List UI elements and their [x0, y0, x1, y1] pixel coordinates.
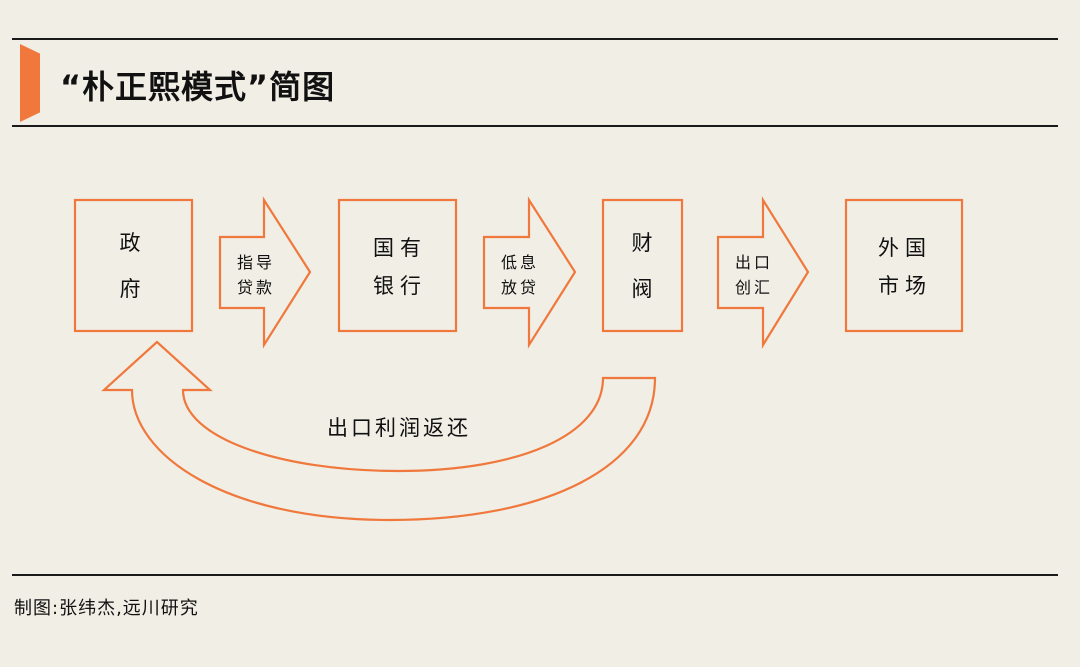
node-state-bank-line1: 国有: [373, 236, 427, 260]
arrow-loan-line1: 指导: [237, 253, 275, 272]
arrow-export-line1: 出口: [735, 253, 773, 272]
title-marker: [20, 44, 40, 122]
arrow-export-line2: 创汇: [735, 278, 773, 297]
page-title: “朴正熙模式”简图: [60, 68, 336, 106]
node-chaebol-line1: 财: [632, 231, 653, 255]
arrow-loan-line2: 贷款: [237, 278, 275, 297]
footer-rule: [12, 574, 1058, 576]
node-chaebol-box: [601, 198, 684, 333]
title-underline: [12, 125, 1058, 127]
top-rule: [12, 38, 1058, 40]
node-government-line2: 府: [120, 277, 147, 301]
node-foreign-market-box: [844, 198, 964, 333]
return-arrow-label: 出口利润返还: [327, 416, 471, 440]
arrow-export-shape: [716, 196, 810, 349]
return-arrow-shape: [101, 340, 657, 522]
node-foreign-market-line1: 外国: [878, 236, 932, 260]
arrow-loan-shape: [218, 196, 312, 349]
footer-credit: 制图:张纬杰,远川研究: [14, 598, 199, 619]
node-foreign-market-line2: 市场: [878, 274, 932, 298]
node-state-bank-line2: 银行: [373, 274, 427, 298]
node-government-box: [73, 198, 194, 333]
node-state-bank-box: [337, 198, 458, 333]
node-chaebol-line2: 阀: [632, 277, 653, 301]
arrow-lowrate-line2: 放贷: [501, 278, 539, 297]
arrow-lowrate-line1: 低息: [501, 253, 539, 272]
arrow-lowrate-shape: [482, 196, 577, 349]
node-government-line1: 政: [120, 231, 147, 255]
